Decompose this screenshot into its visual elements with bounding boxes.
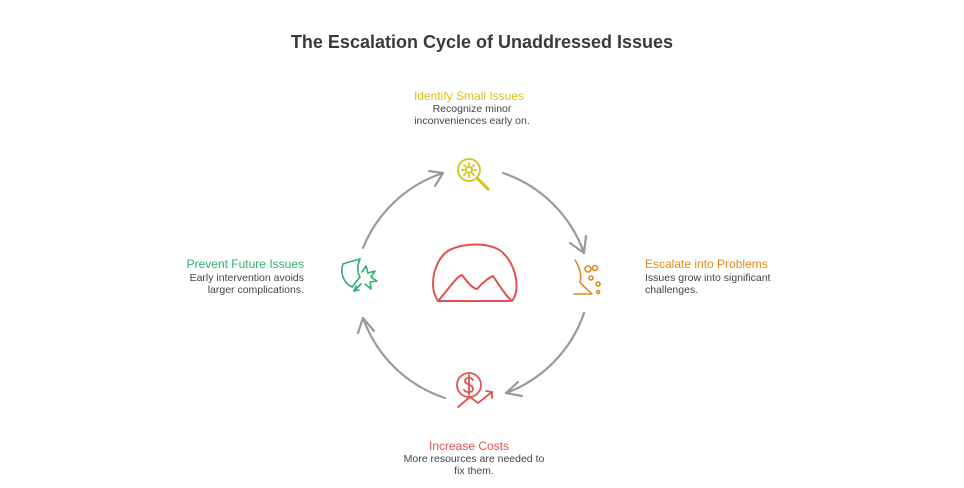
cycle-arrow-bottom-left: [361, 316, 447, 400]
falling-rocks-icon: [573, 259, 601, 295]
step-costs-title: Increase Costs: [428, 439, 510, 453]
cycle-arrow-bottom-right: [504, 311, 586, 395]
cycle-arrow-top-right: [501, 171, 586, 255]
step-identify-title: Identify Small Issues: [413, 89, 525, 103]
dollar-trend-icon: [456, 372, 493, 408]
step-costs-desc: More resources are needed to fix them.: [403, 453, 545, 477]
step-escalate-title: Escalate into Problems: [645, 257, 768, 271]
step-prevent-title: Prevent Future Issues: [186, 257, 304, 271]
diagram-title: The Escalation Cycle of Unaddressed Issu…: [290, 32, 674, 52]
shield-burst-icon: [341, 258, 378, 292]
step-identify-desc: Recognize minor inconveniences early on.: [414, 103, 530, 127]
magnifier-gear-icon: [457, 158, 490, 191]
cycle-arrow-top-left: [361, 171, 445, 250]
step-prevent-desc: Early intervention avoids larger complic…: [189, 272, 304, 296]
step-escalate-desc: Issues grow into significant challenges.: [645, 272, 771, 296]
mountain-dome-icon: [432, 243, 518, 302]
